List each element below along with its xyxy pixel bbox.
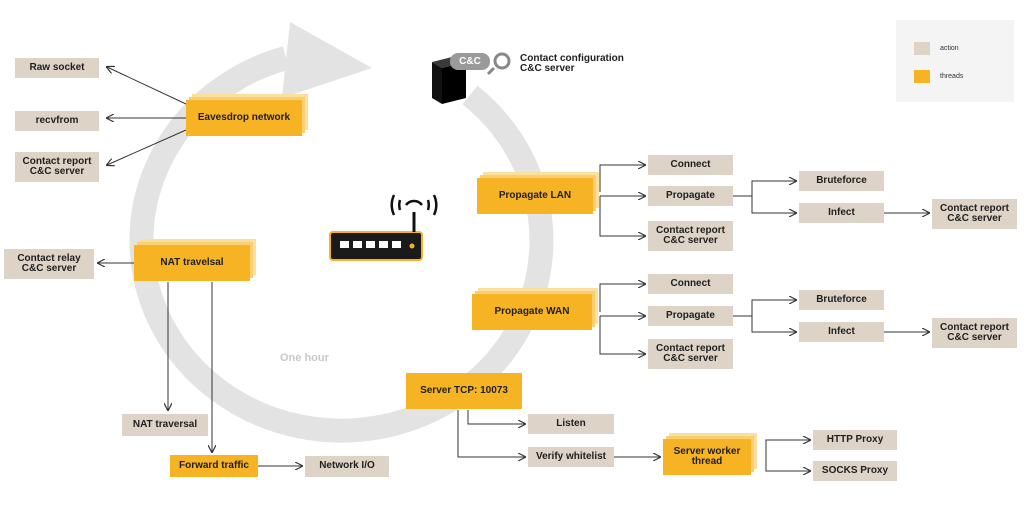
wrench-icon — [486, 52, 511, 76]
forward-traffic-node: Forward traffic — [170, 455, 258, 477]
propagate-wan-node: Propagate WAN — [472, 294, 592, 330]
wan-contact-report-node: Contact report C&C server — [648, 339, 733, 369]
cc-badge-bg — [450, 53, 490, 70]
verify-whitelist-node: Verify whitelist — [528, 447, 614, 467]
nat-travelsal-node: NAT travelsal — [134, 245, 250, 281]
cc-config-line2: C&C server — [520, 63, 575, 74]
socks-proxy-node: SOCKS Proxy — [813, 461, 897, 481]
legend: action threads — [896, 20, 1014, 102]
cycle-arrow — [129, 22, 554, 443]
wan-propagate-node: Propagate — [648, 306, 733, 326]
server-worker-node: Server worker thread — [663, 439, 751, 475]
wan-bruteforce-node: Bruteforce — [799, 290, 884, 310]
wan-connect-node: Connect — [648, 274, 733, 294]
lan-bruteforce-node: Bruteforce — [799, 171, 884, 191]
cycle-label: One hour — [280, 352, 329, 364]
lan-infect-node: Infect — [799, 203, 884, 223]
server-icon — [432, 56, 466, 104]
legend-action-label: action — [940, 45, 959, 52]
nat-traversal-node: NAT traversal — [122, 414, 208, 436]
propagate-lan-node: Propagate LAN — [477, 178, 593, 214]
listen-node: Listen — [528, 414, 614, 434]
lan-propagate-node: Propagate — [648, 186, 733, 206]
cc-badge: C&C — [459, 56, 481, 67]
contact-relay-node: Contact relay C&C server — [4, 249, 94, 279]
server-tcp-node: Server TCP: 10073 — [406, 373, 522, 409]
eavesdrop-network-node: Eavesdrop network — [186, 100, 302, 136]
http-proxy-node: HTTP Proxy — [813, 430, 897, 450]
legend-action-swatch — [914, 42, 930, 55]
legend-threads-label: threads — [940, 73, 964, 80]
router-icon — [329, 194, 438, 261]
cc-config-line1: Contact configuration — [520, 53, 624, 64]
wan-infect-report-node: Contact report C&C server — [932, 318, 1017, 348]
legend-threads-swatch — [914, 70, 930, 83]
lan-connect-node: Connect — [648, 155, 733, 175]
connectors — [98, 67, 929, 471]
lan-contact-report-node: Contact report C&C server — [648, 221, 733, 251]
contact-report-left-node: Contact report C&C server — [15, 152, 99, 182]
lan-infect-report-node: Contact report C&C server — [932, 199, 1017, 229]
raw-socket-node: Raw socket — [15, 58, 99, 78]
network-io-node: Network I/O — [305, 456, 389, 477]
wan-infect-node: Infect — [799, 322, 884, 342]
recvfrom-node: recvfrom — [15, 111, 99, 131]
